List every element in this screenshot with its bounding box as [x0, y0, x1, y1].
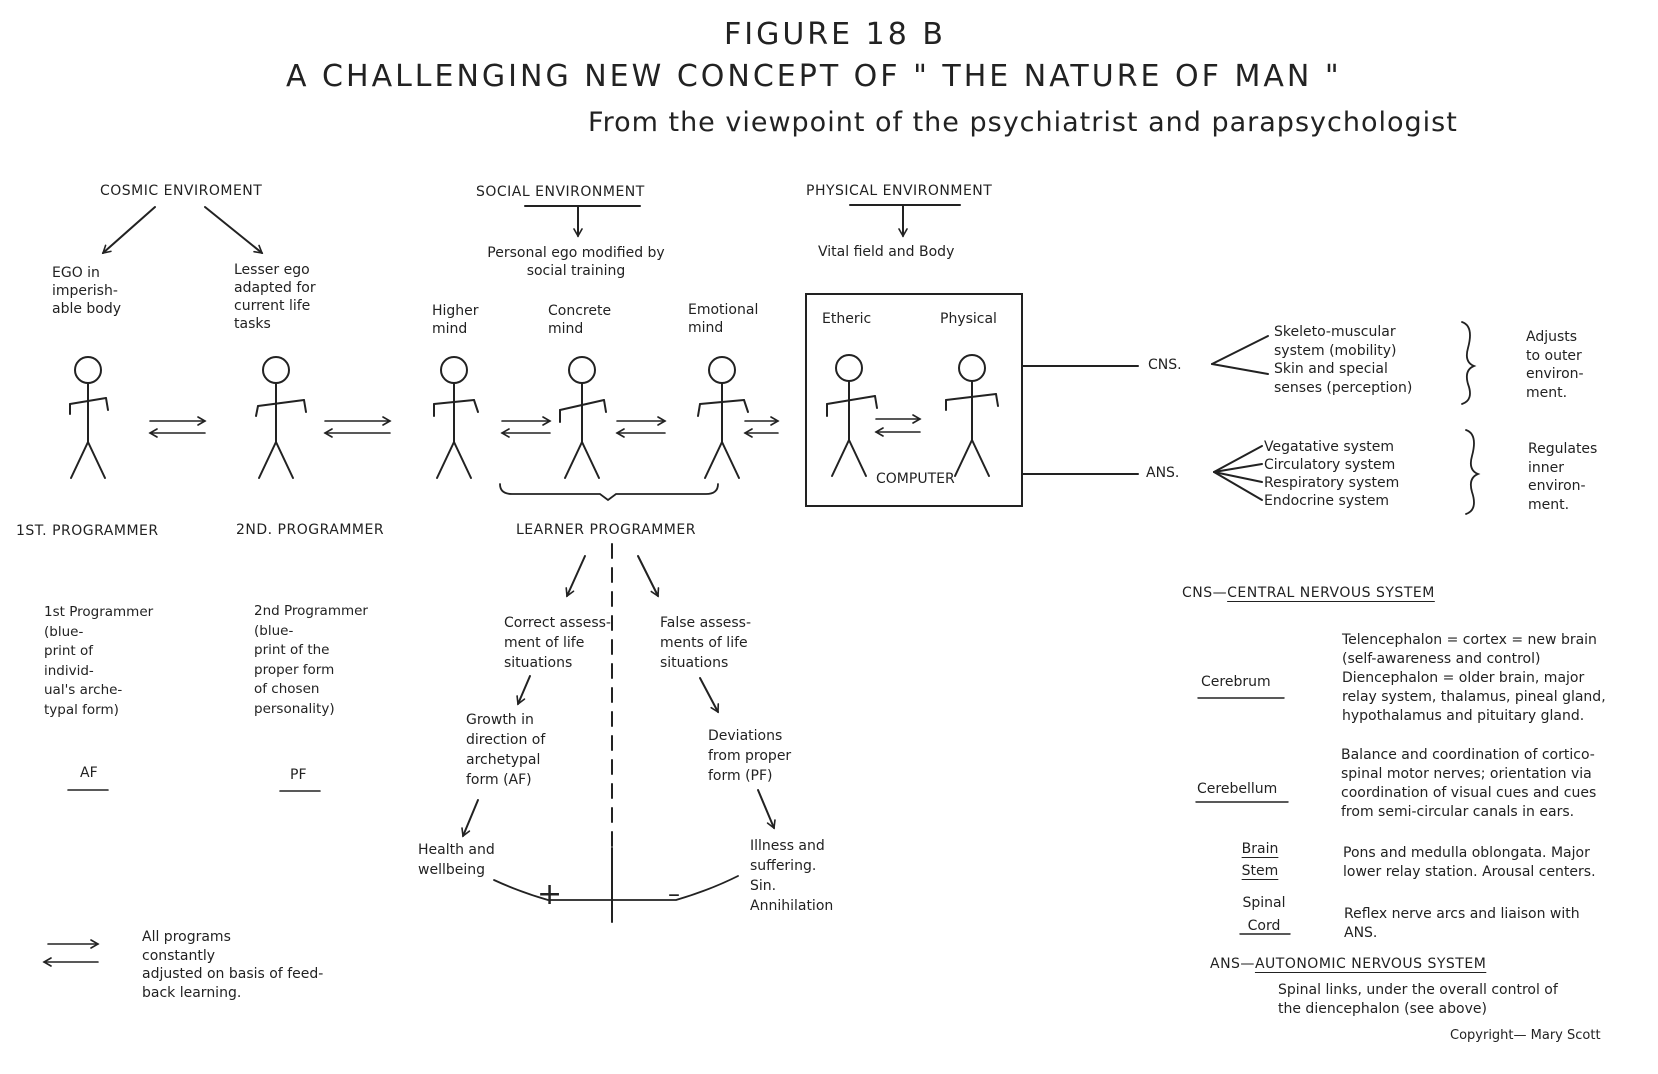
cerebellum-description: Balance and coordination of cortico- spi…	[1341, 747, 1597, 820]
pf-label: PF	[290, 767, 307, 783]
cns-role: Adjusts to outer environ- ment.	[1526, 329, 1584, 401]
emotional-mind-label: Emotional mind	[688, 302, 759, 336]
double-arrow-6	[874, 414, 922, 437]
social-note: Personal ego modified by social training	[487, 245, 665, 279]
double-arrow-3	[500, 416, 552, 438]
ans-items: Vegatative system Circulatory system Res…	[1264, 439, 1400, 509]
copyright: Copyright— Mary Scott	[1450, 1028, 1601, 1043]
double-arrow-4	[615, 416, 667, 438]
learner-bracket	[499, 483, 719, 502]
double-arrow-2	[323, 416, 392, 438]
feedback-arrows	[42, 939, 100, 967]
ans-label: ANS.	[1146, 465, 1180, 481]
ans-heading-text: AUTONOMIC NERVOUS SYSTEM	[1254, 956, 1487, 972]
physical-note: Vital field and Body	[818, 244, 955, 260]
stick-figure-etheric	[826, 354, 878, 477]
growth-label: Growth in direction of archetypal form (…	[466, 712, 546, 788]
cns-heading-text: CENTRAL NERVOUS SYSTEM	[1227, 585, 1435, 601]
ans-heading-prefix: ANS—	[1210, 956, 1255, 972]
cosmic-environment-heading: COSMIC ENVIROMENT	[100, 183, 263, 199]
physical-environment-heading: PHYSICAL ENVIRONMENT	[806, 183, 993, 199]
arrow-to-correct	[565, 555, 586, 598]
lesser-ego-label: Lesser ego adapted for current life task…	[234, 262, 316, 332]
cns-heading-prefix: CNS—	[1182, 585, 1228, 601]
illness-label: Illness and suffering. Sin. Annihilation	[750, 838, 834, 914]
false-assessment-label: False assess- ments of life situations	[660, 615, 752, 671]
health-label: Health and wellbeing	[418, 842, 495, 878]
cerebellum-term: Cerebellum	[1197, 781, 1278, 797]
correct-assessment-label: Correct assess- ment of life situations	[504, 615, 611, 671]
deviations-label: Deviations from proper form (PF)	[708, 728, 792, 784]
stick-figure-lesser-ego	[255, 356, 307, 479]
ans-description: Spinal links, under the overall control …	[1278, 982, 1558, 1017]
arrow-to-illness	[757, 789, 776, 830]
minus-sign: –	[668, 880, 680, 908]
stick-figure-ego	[69, 356, 109, 479]
learner-programmer-heading: LEARNER PROGRAMMER	[516, 522, 696, 538]
arrow-to-deviations	[699, 677, 720, 714]
cosmic-arrow-left	[101, 206, 156, 255]
arrow-to-health	[461, 799, 479, 838]
cns-brace	[1461, 321, 1477, 405]
cns-items: Skeleto-muscular system (mobility) Skin …	[1274, 324, 1413, 396]
page-subtitle: From the viewpoint of the psychiatrist a…	[588, 107, 1458, 138]
plus-sign: +	[537, 877, 563, 912]
spinal-cord-description: Reflex nerve arcs and liaison with ANS.	[1344, 906, 1580, 941]
first-programmer-description: 1st Programmer (blue- print of individ- …	[44, 604, 154, 718]
arrow-to-false	[637, 555, 660, 598]
cerebrum-term: Cerebrum	[1201, 674, 1271, 690]
stick-figure-physical	[945, 354, 999, 477]
stick-figure-emotional-mind	[697, 356, 749, 479]
ego-label: EGO in imperish- able body	[52, 265, 122, 317]
etheric-label: Etheric	[822, 311, 872, 327]
ans-role: Regulates inner environ- ment.	[1528, 441, 1598, 513]
higher-mind-label: Higher mind	[432, 303, 479, 337]
ans-fork	[1213, 445, 1263, 501]
stick-figure-concrete-mind	[559, 356, 607, 479]
cerebrum-description: Telencephalon = cortex = new brain (self…	[1342, 632, 1606, 724]
ans-legend-heading: ANS—AUTONOMIC NERVOUS SYSTEM	[1210, 955, 1486, 973]
arrow-to-growth	[516, 675, 531, 706]
figure-label: FIGURE 18 B	[724, 17, 946, 52]
double-arrow-5	[743, 416, 780, 438]
cns-fork-upper	[1211, 335, 1269, 365]
social-environment-heading: SOCIAL ENVIRONMENT	[476, 184, 645, 200]
computer-label: COMPUTER	[876, 471, 955, 487]
outcome-arc	[493, 875, 739, 901]
double-arrow-1	[148, 416, 207, 438]
ans-brace	[1465, 429, 1481, 515]
stick-figure-higher-mind	[433, 356, 479, 479]
concrete-mind-label: Concrete mind	[548, 303, 612, 337]
cns-label: CNS.	[1148, 357, 1182, 373]
second-programmer-heading: 2ND. PROGRAMMER	[236, 522, 385, 538]
af-label: AF	[80, 765, 98, 781]
cosmic-arrow-right	[204, 206, 264, 255]
brain-stem-term: Brain Stem	[1241, 841, 1279, 879]
physical-label: Physical	[940, 311, 997, 327]
spinal-cord-term: Spinal Cord	[1242, 895, 1286, 934]
cns-fork-lower	[1211, 363, 1269, 375]
second-programmer-description: 2nd Programmer (blue- print of the prope…	[254, 603, 368, 717]
brain-stem-description: Pons and medulla oblongata. Major lower …	[1343, 845, 1596, 880]
feedback-note: All programs constantly adjusted on basi…	[142, 929, 324, 1001]
page-title: A CHALLENGING NEW CONCEPT OF " THE NATUR…	[286, 59, 1342, 94]
computer-box	[805, 293, 1023, 507]
cns-legend-heading: CNS—CENTRAL NERVOUS SYSTEM	[1182, 584, 1435, 602]
first-programmer-heading: 1ST. PROGRAMMER	[16, 523, 159, 539]
